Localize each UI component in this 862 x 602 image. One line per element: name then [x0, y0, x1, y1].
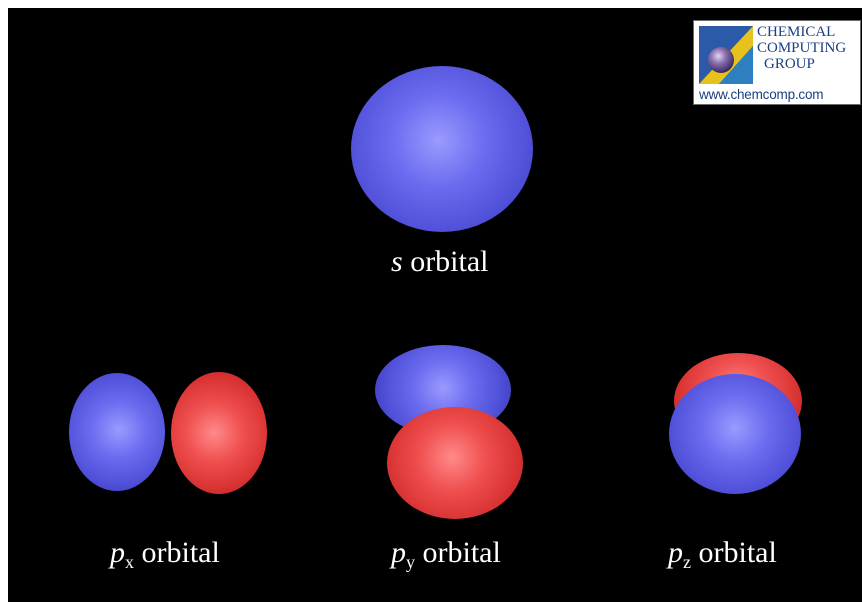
pz-orbital-label: pz orbital [668, 536, 777, 572]
py-orbital-label: py orbital [391, 536, 501, 572]
s-orbital-label: s orbital [391, 245, 489, 278]
logo-url: www.chemcomp.com [699, 87, 824, 102]
px-orbital-label: px orbital [110, 536, 220, 572]
py-orbital-red-lobe [387, 407, 523, 519]
logo-text-line1: CHEMICAL [757, 24, 836, 40]
diagram-canvas: s orbital px orbital py orbital pz orbit… [8, 8, 862, 602]
logo-text-line2: COMPUTING [757, 40, 847, 56]
px-orbital-blue-lobe [69, 373, 165, 491]
s-orbital-sphere [351, 66, 533, 232]
px-orbital-red-lobe [171, 372, 267, 494]
ccg-emblem-icon [699, 26, 753, 84]
chemical-computing-group-logo: CHEMICAL COMPUTING GROUP www.chemcomp.co… [693, 20, 861, 105]
pz-orbital-blue-lobe [669, 374, 801, 494]
logo-text-line3: GROUP [764, 56, 815, 72]
